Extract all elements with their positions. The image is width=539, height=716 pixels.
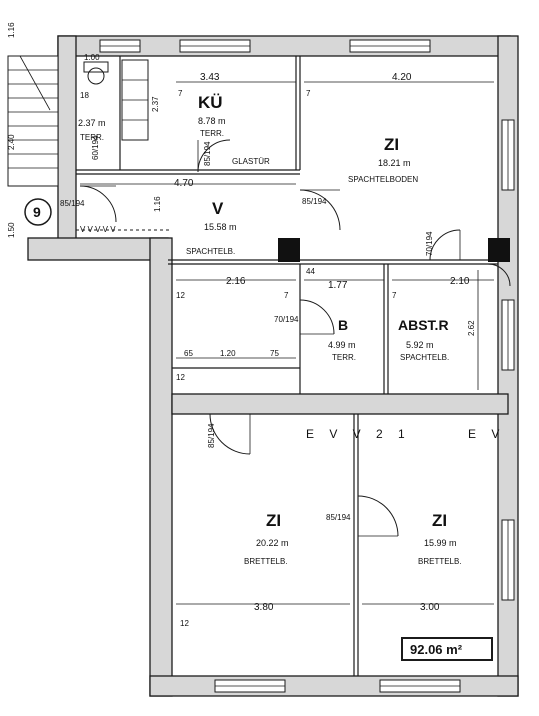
storage-floor: SPACHTELB. [400,353,449,362]
dimension-lines [76,81,494,605]
kitchen-floor: TERR. [200,129,224,138]
bath-area: 4.99 m [328,340,356,350]
hall-lower-seven-mark: 7 [284,291,289,300]
hall-lower-seg1: 65 [184,349,193,358]
hall-door: 85/194 [302,197,327,206]
hall-lower-left-mark: 12 [176,291,185,300]
column-left [278,238,300,262]
hall-lower-door: 70/194 [274,315,299,324]
total-area-box: 92.06 m² [401,637,493,661]
wc-eighteen-mark: 18 [80,91,89,100]
living-top-width: 4.20 [392,72,412,83]
storage-height: 2.62 [467,320,476,336]
living-top-name: ZI [384,135,399,154]
hall-width: 4.70 [174,178,194,189]
room-right-area: 15.99 m [424,538,457,548]
storage-name: ABST.R [398,317,449,333]
room-right-width: 3.00 [420,602,440,613]
total-area: 92.06 m² [410,642,463,657]
kitchen-area: 8.78 m [198,116,226,126]
hall-name: V [212,199,224,218]
building-mark-label: 9 [33,204,41,220]
side-mark-mid: 2.40 [7,134,16,150]
wc-door: 60/194 [91,135,100,160]
storage-area: 5.92 m [406,340,434,350]
side-mark-low: 1.50 [7,222,16,238]
bath-floor: TERR. [332,353,356,362]
ev-row: E V V 2 1 [306,427,411,441]
hall-ticks: V V V V V [80,225,116,234]
room-left-door: 85/194 [207,423,216,448]
living-top-area: 18.21 m [378,158,411,168]
hall-area: 15.58 m [204,222,237,232]
hall-side: 1.16 [153,196,162,212]
building-mark: 9 [24,198,52,226]
room-right-floor: BRETTELB. [418,557,462,566]
room-left-width: 3.80 [254,602,274,613]
room-left-area: 20.22 m [256,538,289,548]
interior-walls [76,56,498,676]
hall-entry-door: 85/194 [60,199,85,208]
hall-lower-seg3: 75 [270,349,279,358]
storage-door: 70/194 [425,231,434,256]
windows [99,39,515,693]
side-mark-top: 1.16 [7,22,16,38]
living-top-seven-mark: 7 [306,89,311,98]
room-left-name: ZI [266,511,281,530]
bath-top-mark: 44 [306,267,315,276]
kitchen-fixtures [83,59,149,141]
kitchen-door-label: GLASTÜR [232,157,270,166]
door-arcs [79,139,511,537]
room-right-door: 85/194 [326,513,351,522]
hall-lower-seg2: 1.20 [220,349,236,358]
kitchen-door: 85/194 [203,141,212,166]
kitchen-seven-mark: 7 [178,89,183,98]
living-top-floor: SPACHTELBODEN [348,175,418,184]
hall-lower-seg4: 12 [176,373,185,382]
bath-name: B [338,317,348,333]
bath-width: 1.77 [328,280,348,291]
ev-right: E V [468,427,505,441]
wc-width: 2.37 [151,96,160,112]
kitchen-name: KÜ [198,93,223,112]
wc-floor: TERR. [80,133,104,142]
hall-floor: SPACHTELB. [186,247,235,256]
room-left-floor: BRETTELB. [244,557,288,566]
room-right-name: ZI [432,511,447,530]
wc-mark: 1.00 [84,53,100,62]
staircase [7,55,59,187]
wc-area: 2.37 m [78,118,106,128]
column-right [488,238,510,262]
room-left-corner: 12 [180,619,189,628]
storage-seven-mark: 7 [392,291,397,300]
storage-width: 2.10 [450,276,470,287]
hall-lower-width: 2.16 [226,276,246,287]
kitchen-width: 3.43 [200,72,220,83]
